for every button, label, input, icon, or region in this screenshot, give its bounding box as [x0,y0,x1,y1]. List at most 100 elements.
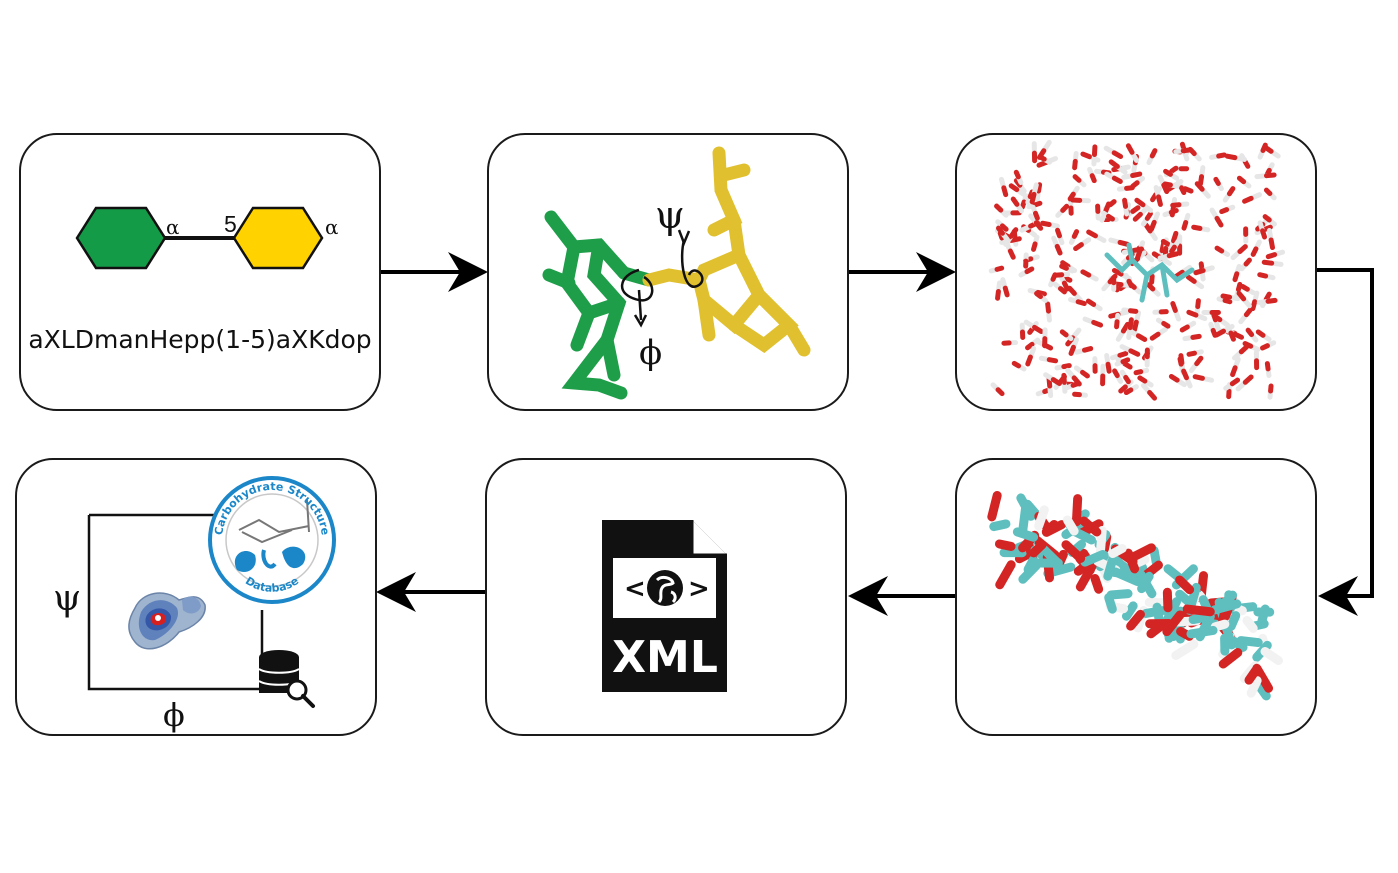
water-molecule [1191,224,1211,233]
water-molecule [1236,175,1252,189]
ensemble-bond [995,560,1016,590]
globe-icon [647,570,683,606]
ensemble-bond [1034,505,1049,531]
water-molecule [1043,372,1062,386]
water-molecule [1130,175,1146,189]
ensemble-bond [1039,544,1062,567]
ensemble-bond [1108,543,1127,559]
logo-bottom-text: Database [243,574,301,595]
phi-label: ϕ [639,333,663,373]
disaccharide-model [542,146,811,400]
water-molecule [1034,182,1043,202]
ensemble-bond [1186,625,1218,639]
sequence-label: aXLDmanHepp(1-5)aXKdop [28,325,372,354]
water-molecule [1232,263,1242,283]
water-molecule [1149,211,1161,232]
ramachandran-plot: Carbohydrate Structure Database [87,476,336,708]
water-molecule [1087,166,1097,184]
water-molecule [1152,309,1169,315]
ensemble-bond [1062,515,1079,536]
anomer-label-2: α [325,215,339,239]
water-molecule [1010,196,1025,214]
water-molecule [1128,328,1148,342]
water-molecule [1230,356,1241,378]
ensemble-bond [1242,615,1258,633]
water-molecule [998,176,1009,198]
water-molecule [1259,340,1277,351]
ensemble-bond [1210,619,1230,632]
water-molecule [1019,322,1026,340]
xml-label: XML [612,632,718,683]
ensemble-bond [1106,589,1133,600]
water-molecule [1055,227,1065,246]
water-molecule [1073,365,1090,379]
water-molecule [1011,360,1027,372]
ensemble-bond [1012,527,1039,542]
panel-md-ensemble [955,458,1317,736]
psi-label: ψ [655,193,685,237]
water-molecule [1038,355,1059,364]
svg-text:>: > [688,574,710,604]
ensemble-bond [994,539,1016,551]
water-molecule [1239,257,1252,272]
ensemble-bond [1244,665,1261,685]
water-molecule [1068,297,1087,307]
water-molecule [1213,176,1224,192]
water-molecule [1238,306,1254,325]
water-molecule [1194,298,1201,317]
ensemble-bond [1018,560,1041,584]
water-molecule [1019,193,1029,210]
water-molecule [1197,165,1206,187]
ensemble-bond [1175,589,1193,606]
water-molecule [1264,361,1272,379]
water-molecule [990,382,1005,397]
water-molecule [1155,317,1171,329]
water-molecule [1187,146,1202,162]
water-molecule [1123,384,1139,396]
water-molecule [1000,277,1010,298]
water-molecule [1219,204,1236,215]
water-molecule [1132,205,1150,222]
water-molecule [1108,237,1131,247]
water-molecule [1036,139,1052,160]
svg-text:<: < [624,574,646,604]
ensemble-bond [1171,639,1199,660]
water-molecule [1220,293,1241,302]
water-molecule [1157,251,1180,261]
water-molecule [1146,148,1158,166]
heptose-hexagon [75,206,167,270]
water-molecule [1257,220,1268,240]
water-molecule [1255,329,1272,342]
water-molecule [1013,178,1027,194]
arrow-3-to-4 [1317,268,1374,616]
ensemble-bond [1162,597,1182,625]
water-molecule [1245,327,1259,343]
water-molecule [1267,383,1274,400]
water-molecule [1163,168,1180,181]
water-molecule [1112,368,1124,384]
database-search-icon [258,650,315,708]
ensemble-bond [1104,593,1117,614]
water-molecule [1209,152,1227,160]
water-molecule [1059,263,1075,274]
water-molecule [1119,344,1141,357]
water-molecule [1170,301,1181,322]
ensemble-bond [1041,519,1059,537]
csdb-logo: Carbohydrate Structure Database [208,476,336,604]
ensemble-bond [1229,636,1248,652]
y-axis-label: ψ [53,578,82,619]
water-molecule [1104,353,1112,374]
panel-solvated-box [955,133,1317,411]
water-molecule [1067,185,1080,202]
water-molecule [1232,344,1250,361]
ensemble-bond [1075,561,1097,592]
water-molecule [1265,249,1286,260]
water-molecule [1034,290,1048,303]
water-molecule [1140,211,1153,227]
water-molecule [1091,144,1098,167]
ensemble-bond [1136,570,1157,599]
water-molecule [1192,374,1215,383]
water-molecule [1261,259,1284,267]
linkage-position-label: 5 [224,211,237,237]
water-molecule [1216,296,1233,305]
